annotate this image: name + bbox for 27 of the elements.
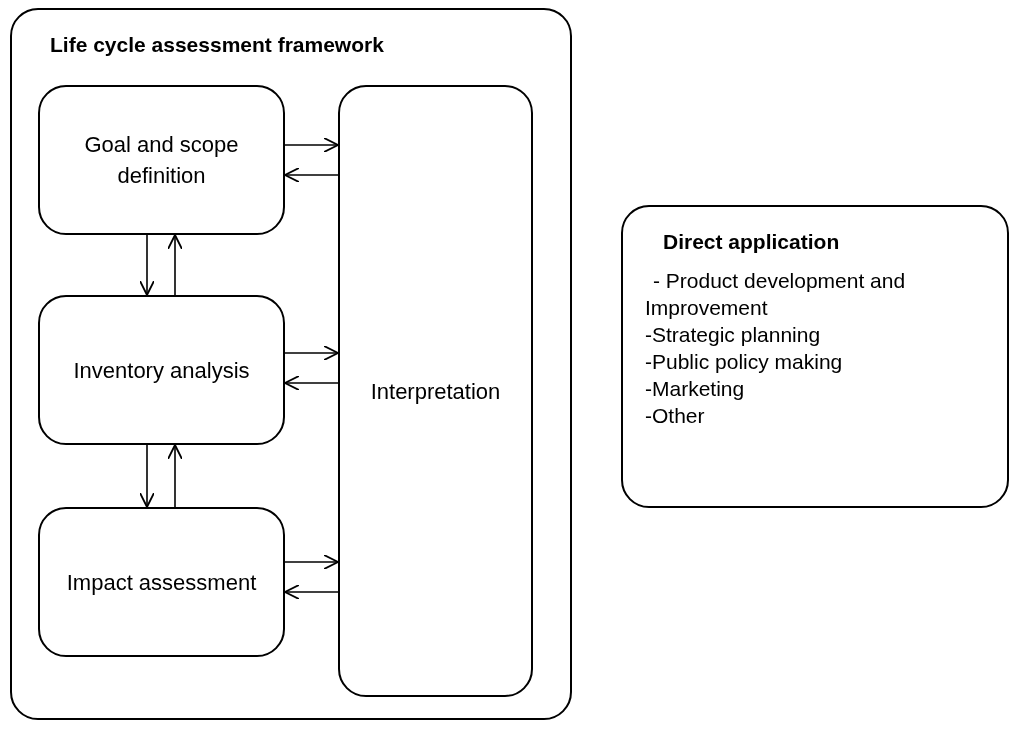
arrow — [284, 167, 339, 183]
list-item: -Strategic planning — [645, 322, 822, 349]
arrow — [284, 137, 339, 153]
arrow — [284, 345, 339, 361]
arrow — [167, 444, 183, 508]
arrow — [167, 234, 183, 296]
box-label: Interpretation — [370, 377, 501, 406]
box-label: Inventory analysis — [73, 356, 250, 385]
process-box — [38, 507, 285, 657]
application-box — [621, 205, 1009, 508]
box-label: Goal and scope definition — [83, 131, 240, 190]
arrow — [139, 234, 155, 296]
box-label: Impact assessment — [66, 568, 257, 597]
process-box — [338, 85, 533, 697]
arrow — [284, 554, 339, 570]
box-heading: Direct application — [663, 229, 840, 255]
framework-frame — [10, 8, 572, 720]
arrow — [284, 584, 339, 600]
list-item: -Marketing — [645, 376, 746, 403]
list-item: -Other — [645, 403, 706, 430]
process-box — [38, 85, 285, 235]
list-item: -Public policy making — [645, 349, 844, 376]
frame-title: Life cycle assessment framework — [50, 32, 384, 58]
process-box — [38, 295, 285, 445]
list-item: - Product development and Improvement — [645, 268, 907, 322]
arrow — [139, 444, 155, 508]
arrow — [284, 375, 339, 391]
